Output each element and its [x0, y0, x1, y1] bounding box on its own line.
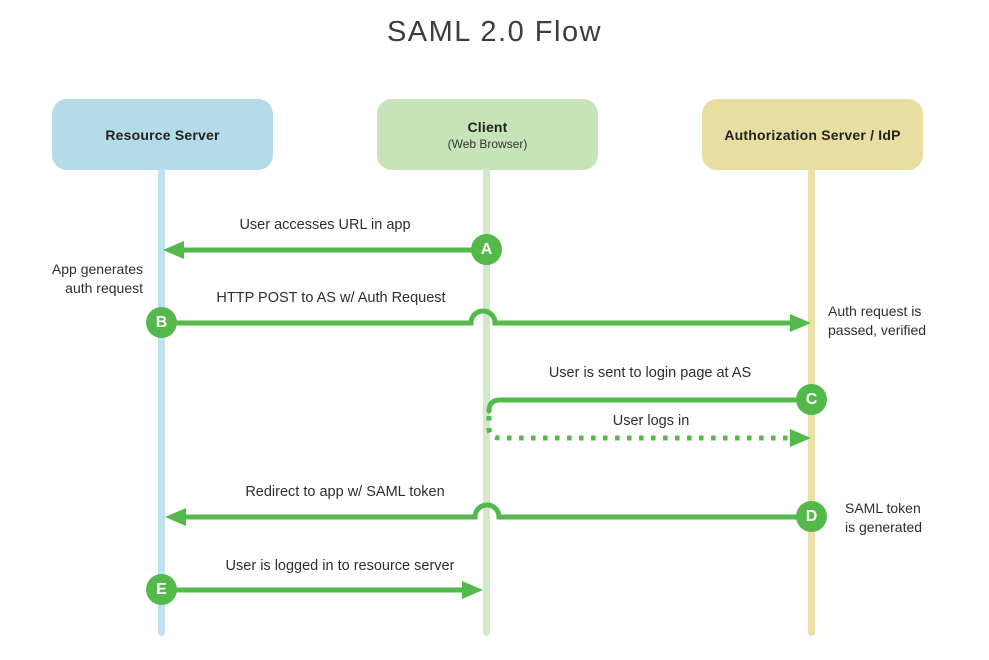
step-badge-c: C — [796, 384, 827, 415]
lane-resource-title: Resource Server — [105, 126, 220, 143]
message-label-a: User accesses URL in app — [239, 217, 411, 233]
arrow-d-line — [181, 502, 803, 520]
step-badge-b: B — [146, 307, 177, 338]
arrow-c-line — [486, 397, 803, 414]
lane-client: Client (Web Browser) — [377, 99, 598, 170]
lifeline-resource-server — [158, 168, 165, 636]
arrow-b-line — [173, 308, 795, 326]
message-label-c: User is sent to login page at AS — [548, 365, 752, 381]
arrow-login-head-icon — [790, 429, 811, 447]
message-label-user-logs-in: User logs in — [612, 413, 690, 429]
message-label-d: Redirect to app w/ SAML token — [245, 484, 445, 500]
lane-client-subtitle: (Web Browser) — [447, 136, 528, 151]
lane-resource-server: Resource Server — [52, 99, 273, 170]
message-label-b: HTTP POST to AS w/ Auth Request — [216, 290, 446, 306]
lifeline-client — [483, 168, 490, 636]
note-app-generates-auth-request: App generates auth request — [51, 261, 143, 297]
arrow-b-head-icon — [790, 314, 811, 332]
lane-client-title: Client — [467, 118, 508, 135]
note-saml-token-generated: SAML token is generated — [845, 500, 923, 536]
arrow-a-head-icon — [163, 241, 184, 259]
note-auth-request-verified: Auth request is passed, verified — [828, 303, 927, 339]
arrow-e-head-icon — [462, 581, 483, 599]
step-badge-a: A — [471, 234, 502, 265]
step-badge-d: D — [796, 501, 827, 532]
step-badge-e: E — [146, 574, 177, 605]
message-label-e: User is logged in to resource server — [225, 558, 455, 574]
arrow-d-head-icon — [165, 508, 186, 526]
lane-idp-title: Authorization Server / IdP — [724, 126, 901, 143]
diagram-title: SAML 2.0 Flow — [386, 16, 603, 48]
lane-authorization-server-idp: Authorization Server / IdP — [702, 99, 923, 170]
arrow-login-dotted-line — [486, 416, 789, 441]
